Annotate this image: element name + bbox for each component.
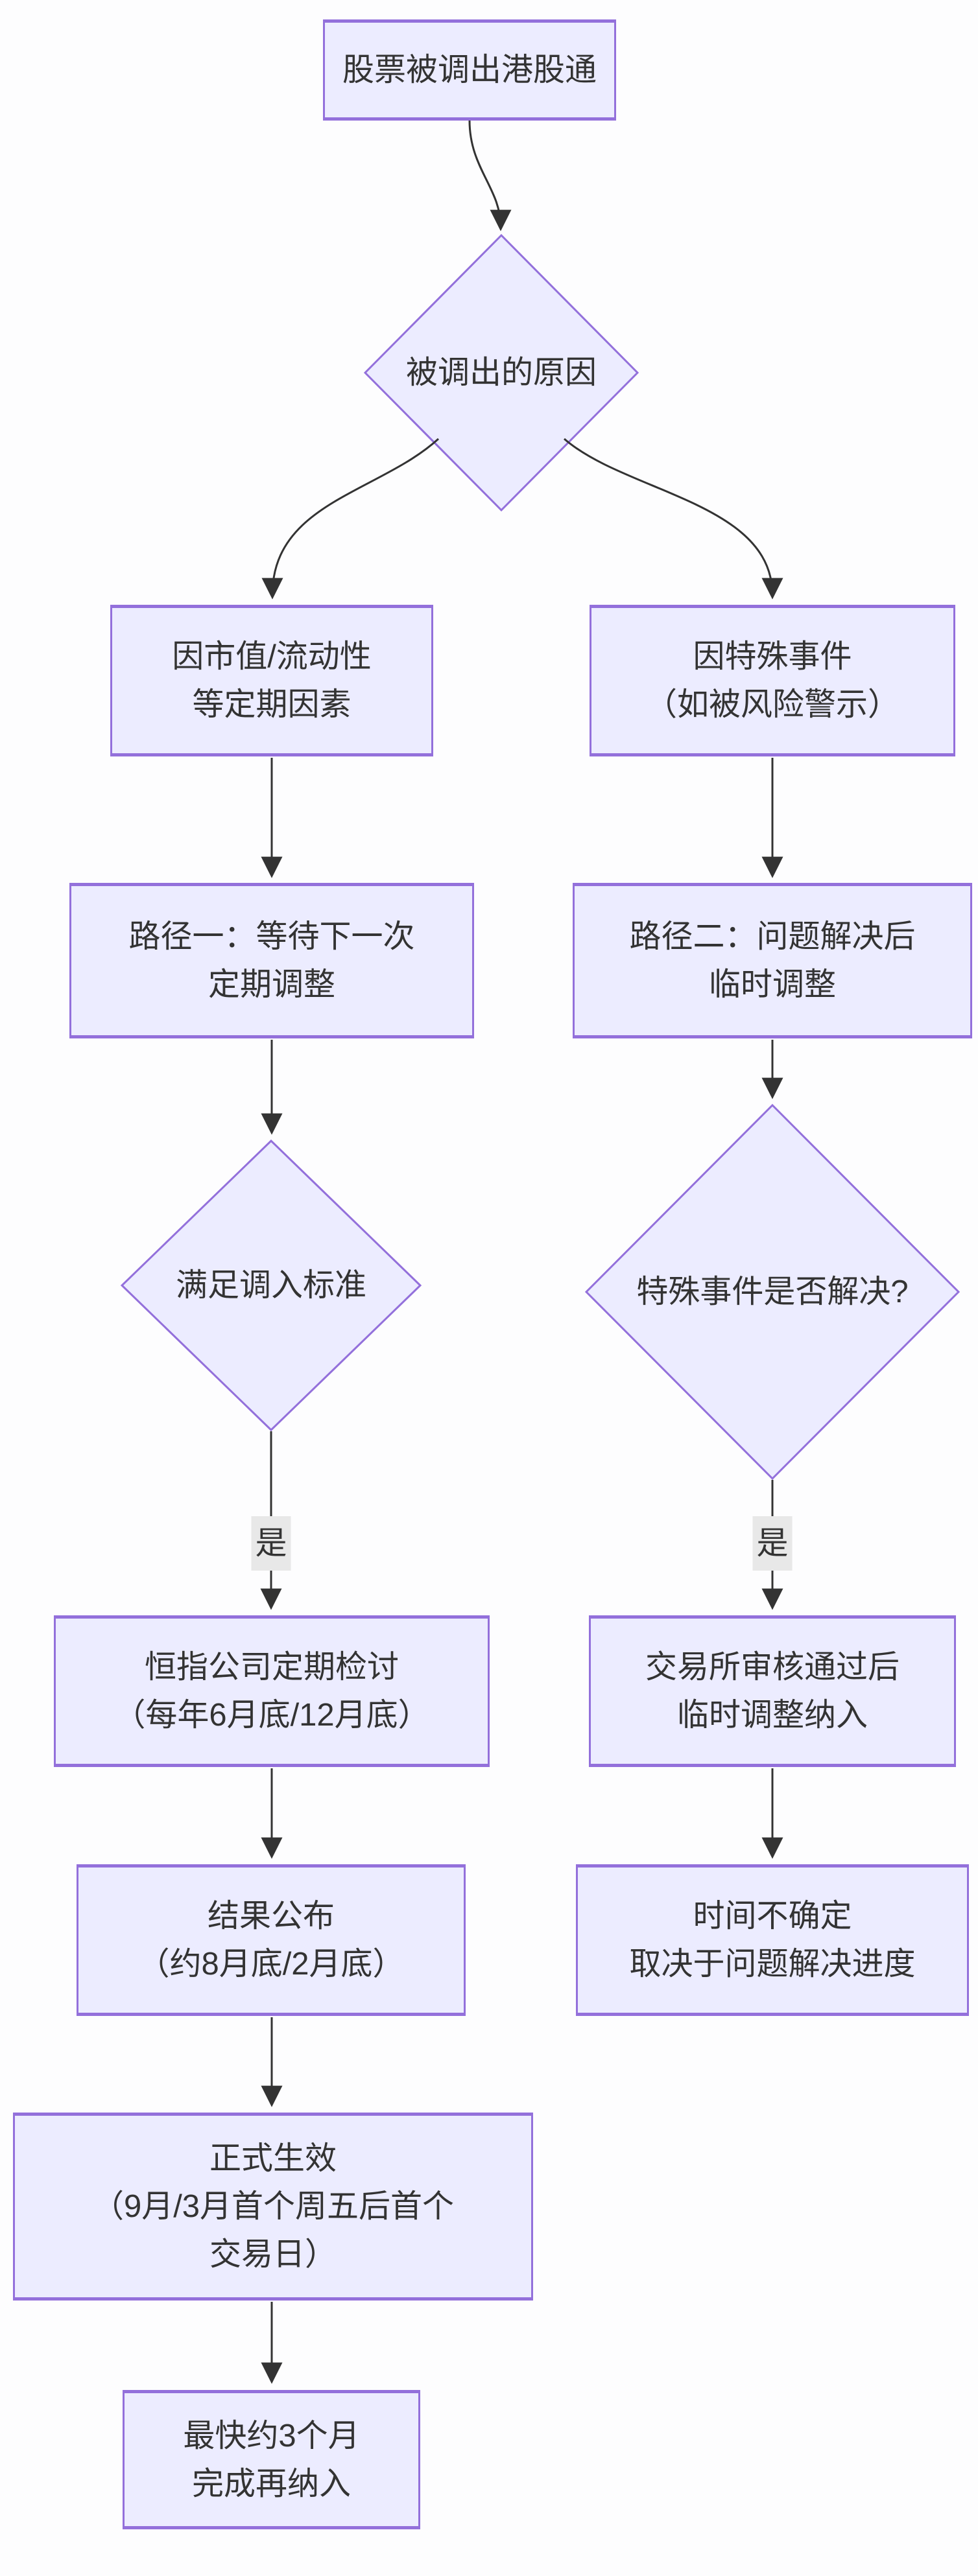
node-line: 等定期因素 [192, 687, 352, 722]
decision-removal-reason-shape [363, 233, 639, 512]
decision-special-event-resolved-shape [584, 1103, 960, 1481]
node-special-event: 因特殊事件 （如被风险警示） [590, 605, 955, 756]
node-line: （如被风险警示） [645, 687, 900, 722]
node-line: 正式生效 [209, 2141, 337, 2176]
node-regular-factors: 因市值/流动性 等定期因素 [110, 605, 433, 756]
node-line: 定期调整 [208, 967, 335, 1002]
node-result-announcement: 结果公布 （约8月底/2月底） [77, 1864, 466, 2016]
node-hsi-periodic-review: 恒指公司定期检讨 （每年6月底/12月底） [54, 1615, 490, 1767]
decision-removal-reason: 被调出的原因 [405, 355, 597, 390]
edge-label-yes-right: 是 [752, 1516, 793, 1571]
node-line: （约8月底/2月底） [137, 1947, 405, 1982]
edge-reason-to-special [564, 438, 783, 600]
node-line: 因特殊事件 [693, 639, 852, 674]
node-line: （每年6月底/12月底） [113, 1698, 430, 1733]
edge-start-to-reason [468, 120, 512, 231]
node-line: 股票被调出港股通 [342, 53, 597, 88]
node-line: 恒指公司定期检讨 [144, 1650, 399, 1685]
node-time-uncertain: 时间不确定 取决于问题解决进度 [576, 1864, 969, 2016]
node-line: 因市值/流动性 [172, 639, 372, 674]
node-line: 路径一：等待下一次 [128, 919, 415, 954]
node-stock-removed: 股票被调出港股通 [323, 19, 616, 121]
node-line: 时间不确定 [693, 1899, 852, 1934]
node-path2-temp-adjustment: 路径二：问题解决后 临时调整 [573, 883, 972, 1038]
decision-special-event-resolved: 特殊事件是否解决? [636, 1274, 909, 1309]
node-path1-wait-adjustment: 路径一：等待下一次 定期调整 [69, 883, 474, 1038]
decision-meets-inclusion-criteria: 满足调入标准 [175, 1268, 367, 1303]
node-line: 临时调整 [708, 967, 836, 1002]
node-effective-date: 正式生效 （9月/3月首个周五后首个 交易日） [13, 2113, 533, 2301]
node-exchange-approval: 交易所审核通过后 临时调整纳入 [589, 1615, 956, 1767]
node-line: 结果公布 [207, 1899, 335, 1934]
decision-meets-inclusion-criteria-shape [120, 1139, 422, 1432]
node-line: 临时调整纳入 [676, 1698, 868, 1733]
edge-label-yes-left: 是 [251, 1516, 291, 1571]
node-line: 交易所审核通过后 [645, 1650, 900, 1685]
node-line: 取决于问题解决进度 [629, 1947, 916, 1982]
node-line: 路径二：问题解决后 [629, 919, 916, 954]
node-line: （9月/3月首个周五后首个 [91, 2189, 455, 2224]
node-line: 完成再纳入 [191, 2466, 351, 2501]
node-reinclusion-complete: 最快约3个月 完成再纳入 [123, 2390, 420, 2529]
edge-reason-to-regular [261, 438, 440, 600]
node-line: 交易日） [209, 2237, 337, 2272]
node-line: 最快约3个月 [183, 2418, 360, 2453]
